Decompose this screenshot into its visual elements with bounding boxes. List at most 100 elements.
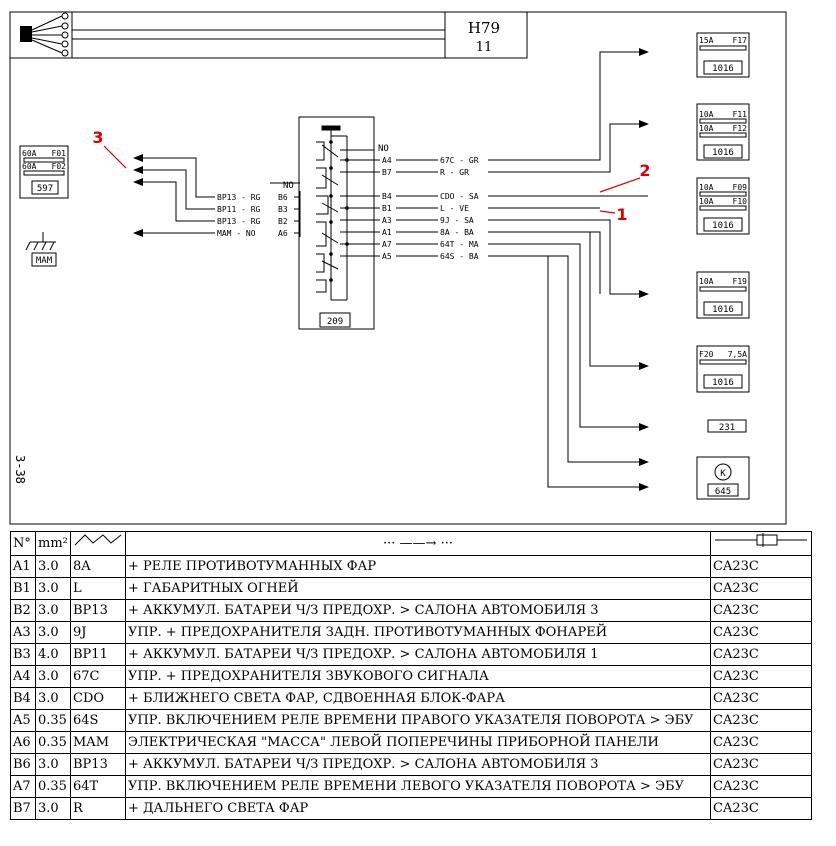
left-pin-1: B6 [278, 193, 288, 202]
right-pin-3: B4 [382, 192, 392, 201]
fuse-box-f11-f12: 10A F11 10A F12 1016 [696, 103, 750, 161]
fuse-rating: 10A [699, 110, 714, 119]
row-number: A4 [10, 665, 36, 688]
fuse-rating: 10A [699, 124, 714, 133]
row-connector: CA23C [710, 621, 812, 644]
relay-k-icon [714, 463, 732, 481]
fuse-box-number: 1016 [712, 305, 734, 315]
right-pin-6: A1 [382, 228, 392, 237]
component-number: 231 [719, 423, 735, 433]
fuse-rating: 7,5A [728, 350, 747, 359]
row-number: B2 [10, 599, 36, 622]
row-wire-code: MAM [70, 731, 126, 754]
row-number: A7 [10, 775, 36, 798]
right-pin-2: B7 [382, 168, 392, 177]
fuse-id: F09 [733, 183, 748, 192]
row-connector: CA23C [710, 797, 812, 820]
row-wire-code: 67C [70, 665, 126, 688]
row-number: B7 [10, 797, 36, 820]
fuse-box-f20: F20 7,5A 1016 [696, 345, 750, 393]
diagram-frame [9, 11, 787, 525]
relay-block: 209 [298, 116, 389, 330]
row-section: 3.0 [35, 797, 71, 820]
row-number: A6 [10, 731, 36, 754]
left-wiring: NO BP13 - RG BP11 - RG BP13 - RG MAM - N… [133, 154, 301, 238]
header-connector [710, 531, 812, 556]
left-pin-3: B2 [278, 217, 288, 226]
fuse-id: F19 [733, 277, 748, 286]
relay-no-right: NO [378, 144, 389, 154]
wire-zigzag-icon [74, 534, 122, 546]
fuse-box-number: 1016 [712, 64, 734, 74]
row-description: + АККУМУЛ. БАТАРЕИ Ч/З ПРЕДОХР. > САЛОНА… [125, 643, 711, 666]
row-section: 3.0 [35, 665, 71, 688]
component-231: 231 [707, 419, 747, 433]
row-wire-code: 9J [70, 621, 126, 644]
left-wire-label-3: BP13 - RG [217, 217, 261, 226]
right-pin-5: A3 [382, 216, 392, 225]
right-wire-label-8: 64S - BA [440, 252, 479, 261]
fuse-id: F17 [733, 36, 748, 45]
row-connector: CA23C [710, 687, 812, 710]
right-wire-label-7: 64T - MA [440, 240, 479, 249]
header-section: mm² [35, 531, 71, 556]
left-pin-2: B3 [278, 205, 288, 214]
row-number: B1 [10, 577, 36, 600]
row-connector: CA23C [710, 775, 812, 798]
row-description: УПР. + ПРЕДОХРАНИТЕЛЯ ЗАДН. ПРОТИВОТУМАН… [125, 621, 711, 644]
diagram-svg: H79 11 3-38 60A F01 60A F02 597 MAM 3 2 … [9, 11, 787, 525]
row-section: 0.35 [35, 709, 71, 732]
row-description: + РЕЛЕ ПРОТИВОТУМАННЫХ ФАР [125, 555, 711, 578]
left-fuse-id-1: F01 [52, 149, 67, 158]
row-section: 4.0 [35, 643, 71, 666]
row-wire-code: 64S [70, 709, 126, 732]
component-number: 645 [715, 487, 731, 497]
row-connector: CA23C [710, 577, 812, 600]
right-wire-label-2: R - GR [440, 168, 469, 177]
row-connector: CA23C [710, 665, 812, 688]
right-pin-7: A7 [382, 240, 392, 249]
title-bar: H79 11 [9, 11, 528, 59]
row-wire-code: 8A [70, 555, 126, 578]
row-section: 0.35 [35, 731, 71, 754]
right-wire-label-3: CDO - SA [440, 192, 479, 201]
left-fuse-box-number: 597 [37, 184, 53, 194]
connector-symbol-icon [715, 533, 807, 547]
right-pin-8: A5 [382, 252, 392, 261]
row-number: A1 [10, 555, 36, 578]
fuse-rating: 10A [699, 197, 714, 206]
row-connector: CA23C [710, 599, 812, 622]
fuse-box-number: 1016 [712, 378, 734, 388]
left-wire-label-4: MAM - NO [217, 229, 256, 238]
fuse-rating: 15A [699, 36, 714, 45]
row-connector: CA23C [710, 643, 812, 666]
connector-icon [20, 12, 69, 57]
row-section: 3.0 [35, 599, 71, 622]
relay-no-left: NO [283, 181, 294, 191]
right-wire-label-5: 9J - SA [440, 216, 474, 225]
row-section: 0.35 [35, 775, 71, 798]
row-section: 3.0 [35, 621, 71, 644]
header-wire-code [70, 531, 126, 556]
left-fuse-id-2: F02 [52, 162, 67, 171]
row-description: УПР. + ПРЕДОХРАНИТЕЛЯ ЗВУКОВОГО СИГНАЛА [125, 665, 711, 688]
row-wire-code: R [70, 797, 126, 820]
row-description: + ГАБАРИТНЫХ ОГНЕЙ [125, 577, 711, 600]
header-number: N° [10, 531, 36, 556]
relay-number: 209 [327, 317, 343, 327]
fuse-box-f17: 15A F17 1016 [696, 32, 750, 78]
component-symbol: K [720, 469, 726, 479]
row-wire-code: L [70, 577, 126, 600]
row-wire-code: BP13 [70, 599, 126, 622]
row-description: + АККУМУЛ. БАТАРЕИ Ч/З ПРЕДОХР. > САЛОНА… [125, 599, 711, 622]
